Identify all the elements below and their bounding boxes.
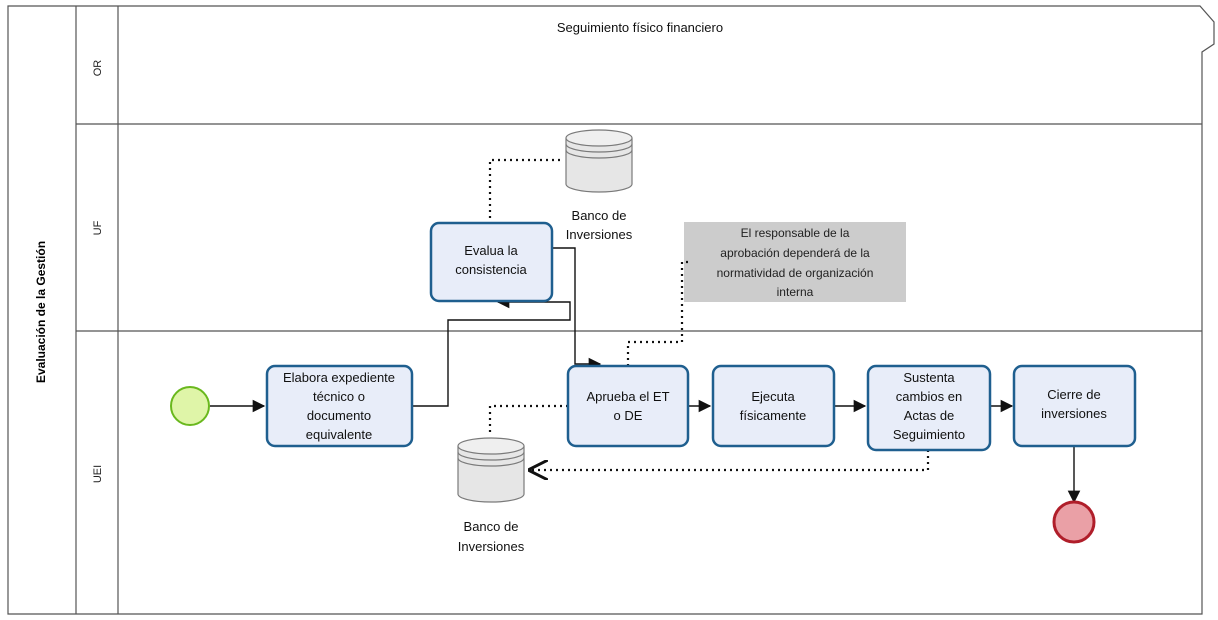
task-ejecuta-line-1: Ejecuta xyxy=(751,389,795,404)
pool-header: Seguimiento físico financiero xyxy=(557,20,723,35)
annotation-line-2: aprobación dependerá de la xyxy=(720,246,870,260)
lane-label-or: OR xyxy=(92,60,104,77)
task-evalua-line-2: consistencia xyxy=(455,262,527,277)
task-sustenta-line-3: Actas de xyxy=(904,408,955,423)
association-sustenta-banco-uei xyxy=(530,450,930,470)
association-aprueba-banco-uei xyxy=(488,404,568,434)
data-store-banco-uf[interactable] xyxy=(565,129,633,193)
start-event[interactable] xyxy=(170,386,210,426)
association-aprueba-annotation xyxy=(626,260,690,366)
task-aprueba[interactable]: Aprueba el ET o DE xyxy=(566,364,690,448)
task-evalua[interactable]: Evalua la consistencia xyxy=(429,221,554,303)
task-ejecuta[interactable]: Ejecuta físicamente xyxy=(711,364,836,448)
data-store-banco-uei-label-2: Inversiones xyxy=(458,539,525,554)
task-elabora-line-4: equivalente xyxy=(306,427,373,442)
task-sustenta-line-4: Seguimiento xyxy=(893,427,965,442)
task-evalua-line-1: Evalua la xyxy=(464,243,518,258)
task-cierre-line-2: inversiones xyxy=(1041,406,1107,421)
task-aprueba-line-2: o DE xyxy=(614,408,643,423)
data-store-banco-uei[interactable] xyxy=(457,437,525,503)
end-event[interactable] xyxy=(1052,500,1096,544)
task-sustenta-line-1: Sustenta xyxy=(903,370,955,385)
data-store-banco-uei-label-1: Banco de xyxy=(464,519,519,534)
task-ejecuta-line-2: físicamente xyxy=(740,408,806,423)
annotation-line-4: interna xyxy=(777,285,814,299)
data-store-banco-uf-label-2: Inversiones xyxy=(566,227,633,242)
task-cierre-line-1: Cierre de xyxy=(1047,387,1100,402)
task-elabora-line-3: documento xyxy=(307,408,371,423)
task-sustenta[interactable]: Sustenta cambios en Actas de Seguimiento xyxy=(866,364,992,452)
task-aprueba-line-1: Aprueba el ET xyxy=(586,389,669,404)
task-cierre[interactable]: Cierre de inversiones xyxy=(1012,364,1137,448)
lane-label-uei: UEI xyxy=(92,465,104,483)
data-store-banco-uf-label-1: Banco de xyxy=(572,208,627,223)
lane-label-uf: UF xyxy=(92,220,104,235)
flow-elabora-evalua xyxy=(412,295,571,407)
task-elabora-line-2: técnico o xyxy=(313,389,365,404)
pool-title: Evaluación de la Gestión xyxy=(34,241,48,383)
task-elabora-line-1: Elabora expediente xyxy=(283,370,395,385)
task-elabora[interactable]: Elabora expediente técnico o documento e… xyxy=(265,364,414,448)
annotation[interactable]: El responsable de la aprobación depender… xyxy=(684,222,906,302)
annotation-line-1: El responsable de la xyxy=(741,226,850,240)
task-sustenta-line-2: cambios en xyxy=(896,389,962,404)
pool xyxy=(7,5,1215,615)
annotation-line-3: normatividad de organización xyxy=(717,266,874,280)
flow-evalua-aprueba xyxy=(552,247,602,371)
